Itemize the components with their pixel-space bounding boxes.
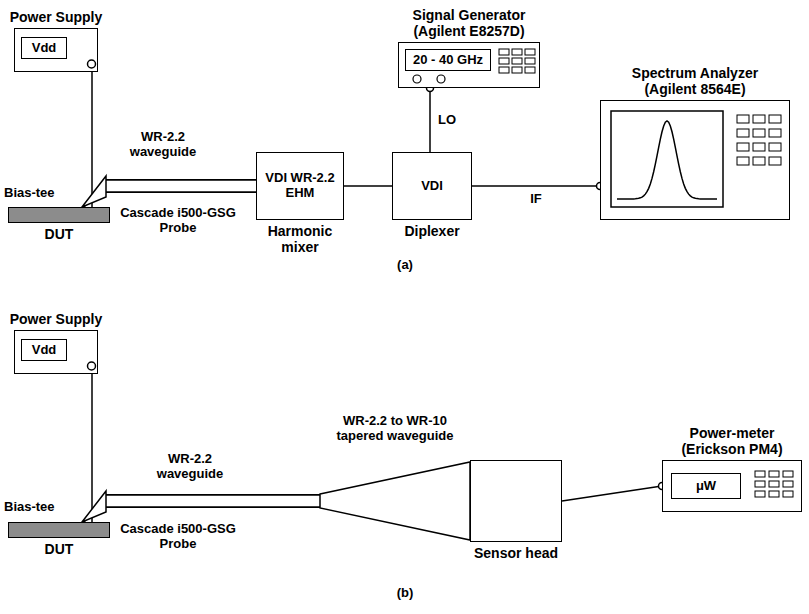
display-readout: Vdd <box>21 339 67 361</box>
part-label: Sensor head <box>474 545 558 561</box>
instrument-panel <box>601 101 791 221</box>
instrument-title: Spectrum Analyzer (Agilent 8564E) <box>610 65 780 97</box>
panel-button <box>525 67 535 73</box>
connector-line <box>429 88 431 152</box>
knob <box>413 75 421 83</box>
panel-button <box>783 491 793 497</box>
panel-button <box>753 115 765 123</box>
sensor-head: Sensor head <box>470 460 562 542</box>
connector-line <box>472 185 600 187</box>
part-label: Bias-tee <box>4 186 74 201</box>
harmonic-mixer: VDI WR-2.2 EHMHarmonic mixer <box>256 152 344 220</box>
display-readout: μW <box>671 473 741 499</box>
tapered-waveguide <box>320 462 470 540</box>
cable-connection <box>92 374 93 522</box>
panel-button <box>525 58 535 64</box>
instrument-title: Power Supply <box>10 9 103 25</box>
part-label: DUT <box>45 541 74 557</box>
spectrum-trace <box>617 121 717 199</box>
panel-button <box>512 58 522 64</box>
waveguide-bore <box>104 181 256 192</box>
panel-button <box>512 49 522 55</box>
panel-button <box>755 471 765 477</box>
signal-name: LO <box>436 113 458 128</box>
box-text: VDI WR-2.2 EHM <box>257 171 343 201</box>
analyzer-screen <box>611 111 723 207</box>
cable-connection <box>562 483 666 502</box>
part-label: WR-2.2 to WR-10 tapered waveguide <box>320 414 470 444</box>
cable-connection <box>472 183 604 190</box>
power-supply: Power SupplyVdd <box>14 28 98 72</box>
connector-line <box>91 374 93 522</box>
power-supply: Power SupplyVdd <box>14 330 98 374</box>
panel-button <box>755 491 765 497</box>
instrument-title: Power Supply <box>10 311 103 327</box>
cable-connection <box>344 186 392 187</box>
part-label: DUT <box>45 226 74 242</box>
connector-line <box>84 186 256 207</box>
part-label: Cascade i500-GSG Probe <box>112 522 244 552</box>
panel-button <box>769 471 779 477</box>
signal-name: IF <box>528 192 544 207</box>
signal-generator: Signal Generator (Agilent E8257D)20 - 40… <box>398 42 540 88</box>
panel-button <box>769 157 781 165</box>
part-label: Diplexer <box>404 223 459 239</box>
panel-button <box>499 67 509 73</box>
panel-button <box>737 129 749 137</box>
panel-button <box>753 143 765 151</box>
dut-chip: DUT <box>8 522 110 538</box>
part-label: WR-2.2 waveguide <box>118 130 208 160</box>
diplexer: VDIDiplexer <box>392 152 472 220</box>
waveguide-wall <box>104 179 256 193</box>
subfigure-label: (a) <box>380 258 430 273</box>
panel-button <box>737 143 749 151</box>
panel-button <box>769 129 781 137</box>
power-meter: Power-meter (Erickson PM4)μW <box>662 460 802 512</box>
connector-line <box>344 185 392 187</box>
panel-button <box>525 49 535 55</box>
instrument-title: Power-meter (Erickson PM4) <box>662 425 802 457</box>
panel-button <box>499 49 509 55</box>
cable-connection <box>427 85 434 153</box>
panel-button <box>753 129 765 137</box>
panel-button <box>512 67 522 73</box>
part-label: WR-2.2 waveguide <box>140 452 240 482</box>
subfigure-label: (b) <box>380 586 430 601</box>
panel-button <box>499 58 509 64</box>
panel-button <box>755 481 765 487</box>
panel-button <box>769 491 779 497</box>
connector-line <box>91 72 93 207</box>
panel-button <box>783 481 793 487</box>
part-label: Harmonic mixer <box>256 223 344 255</box>
display-readout: 20 - 40 GHz <box>405 49 491 71</box>
output-terminal <box>88 60 96 68</box>
part-label: Cascade i500-GSG Probe <box>112 206 244 236</box>
instrument-title: Signal Generator (Agilent E8257D) <box>389 7 549 39</box>
panel-button <box>753 157 765 165</box>
spectrum-analyzer: Spectrum Analyzer (Agilent 8564E) <box>600 100 790 220</box>
dut-chip: DUT <box>8 207 110 223</box>
panel-button <box>783 471 793 477</box>
panel-button <box>769 115 781 123</box>
panel-button <box>769 143 781 151</box>
gsg-probe <box>82 176 106 207</box>
cable-connection <box>92 72 93 207</box>
display-readout: Vdd <box>21 37 67 59</box>
output-terminal <box>88 362 96 370</box>
panel-button <box>769 481 779 487</box>
waveguide-connection <box>84 186 256 207</box>
part-label: Bias-tee <box>4 500 74 515</box>
box-text: VDI <box>393 179 471 194</box>
panel-button <box>737 115 749 123</box>
connector-line <box>562 486 662 501</box>
gsg-probe <box>82 491 106 522</box>
knob <box>437 75 445 83</box>
panel-button <box>737 157 749 165</box>
